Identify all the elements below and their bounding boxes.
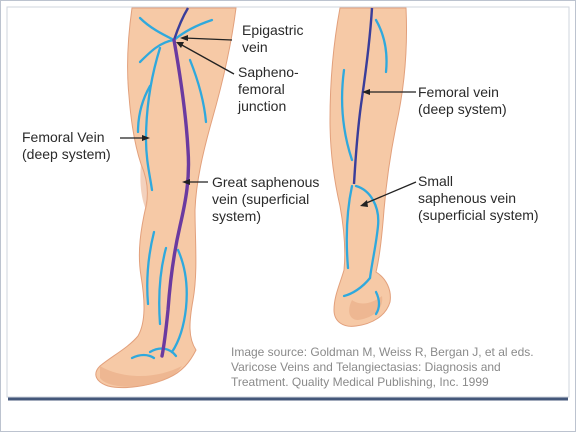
label-femoral-vein-right: Femoral vein (deep system): [418, 84, 507, 117]
inner-panel: [6, 6, 570, 398]
label-small-saphenous-vein: Small saphenous vein (superficial system…: [418, 173, 539, 223]
right-leg-skin: [329, 7, 408, 327]
arrowheads: [142, 35, 370, 207]
label-femoral-vein-left: Femoral Vein (deep system): [22, 129, 111, 162]
great-saphenous-vein: [160, 38, 191, 358]
right-leg-back-view: [329, 7, 408, 327]
arrow-epigastric: [183, 37, 233, 41]
label-epigastric-vein: Epigastric vein: [242, 22, 304, 55]
right-heel-shadow: [349, 296, 383, 320]
right-superficial-veins: [340, 18, 388, 316]
left-leg-front-view: [95, 7, 237, 389]
left-foot-shadow: [100, 366, 182, 387]
label-great-saphenous-vein: Great saphenous vein (superficial system…: [212, 174, 320, 224]
arrow-saphenofemoral: [179, 43, 235, 75]
label-saphenofemoral-junction: Sapheno- femoral junction: [238, 64, 299, 114]
left-knee-shadow: [140, 164, 148, 210]
arrow-small-saphenous: [363, 181, 417, 205]
image-source-credit: Image source: Goldman M, Weiss R, Bergan…: [231, 345, 534, 389]
left-leg-skin: [95, 7, 237, 389]
right-femoral-vein-deep: [352, 7, 374, 185]
left-femoral-vein-deep: [172, 7, 190, 41]
